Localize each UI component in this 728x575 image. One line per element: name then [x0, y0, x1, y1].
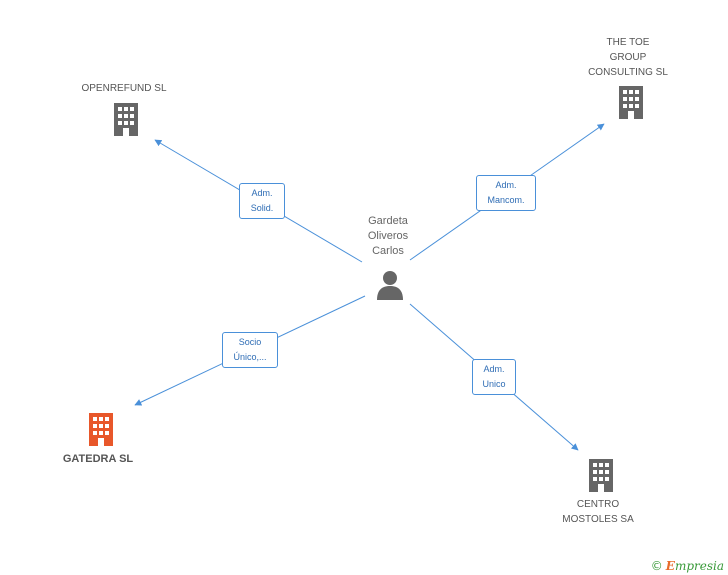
- brand-name: mpresia: [674, 559, 724, 573]
- edge-openrefund-line-1: Adm.: [251, 188, 273, 198]
- node-thetoe-line-3: CONSULTING SL: [588, 67, 668, 78]
- node-thetoe-line-1: THE TOE: [606, 37, 650, 48]
- brand-initial: E: [665, 559, 675, 573]
- center-name-line-2: Oliveros: [367, 230, 409, 242]
- node-thetoe-line-2: GROUP: [609, 52, 647, 63]
- center-name-line-1: Gardeta: [368, 215, 408, 227]
- edge-openrefund-line-2: Solid.: [250, 203, 274, 213]
- edge-centro-line-2: Unico: [482, 379, 506, 389]
- center-person-name[interactable]: Gardeta Oliveros Carlos: [348, 214, 428, 259]
- node-label-centro[interactable]: CENTRO MOSTOLES SA: [538, 497, 658, 527]
- edge-thetoe-line-1: Adm.: [495, 180, 517, 190]
- node-gatedra-line-1: GATEDRA SL: [62, 453, 134, 465]
- person-icon[interactable]: [375, 270, 405, 300]
- edge-label-thetoe[interactable]: Adm. Mancom.: [476, 175, 536, 211]
- building-icon[interactable]: [616, 86, 646, 119]
- edge-thetoe-line-2: Mancom.: [487, 195, 525, 205]
- edge-label-gatedra[interactable]: Socio Único,...: [222, 332, 278, 368]
- node-label-openrefund[interactable]: OPENREFUND SL: [64, 81, 184, 96]
- copyright-symbol: ©: [650, 559, 663, 573]
- brand-logo: ©Empresia: [651, 559, 724, 573]
- node-label-thetoe[interactable]: THE TOE GROUP CONSULTING SL: [568, 35, 688, 80]
- edge-label-openrefund[interactable]: Adm. Solid.: [239, 183, 285, 219]
- center-name-line-3: Carlos: [372, 245, 404, 257]
- building-icon[interactable]: [586, 459, 616, 492]
- edge-centro-line-1: Adm.: [483, 364, 505, 374]
- edge-label-centro[interactable]: Adm. Unico: [472, 359, 516, 395]
- building-icon[interactable]: [111, 103, 141, 136]
- node-centro-line-2: MOSTOLES SA: [562, 514, 634, 525]
- node-centro-line-1: CENTRO: [576, 499, 620, 510]
- edge-gatedra-line-2: Único,...: [233, 352, 267, 362]
- edge-gatedra-line-1: Socio: [238, 337, 262, 347]
- node-openrefund-line-1: OPENREFUND SL: [81, 83, 167, 94]
- building-icon[interactable]: [86, 413, 116, 446]
- node-label-gatedra[interactable]: GATEDRA SL: [38, 452, 158, 467]
